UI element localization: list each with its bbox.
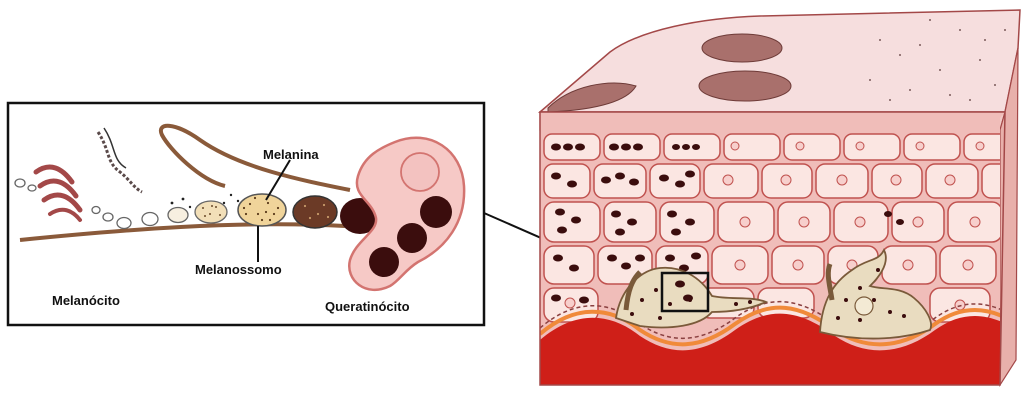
- melanosome-stage-4c: [293, 196, 337, 228]
- label-melanina: Melanina: [263, 147, 319, 162]
- melanosome-labeled: [238, 194, 286, 226]
- label-melanossomo: Melanossomo: [195, 262, 282, 277]
- melanosome-stage-3: [168, 208, 188, 223]
- melanosome-stage-4a: [195, 201, 227, 223]
- epidermis-cross-section: [540, 112, 1020, 392]
- skin-block: [540, 10, 1020, 392]
- label-queratinocito: Queratinócito: [325, 299, 410, 314]
- label-melanocito: Melanócito: [52, 293, 120, 308]
